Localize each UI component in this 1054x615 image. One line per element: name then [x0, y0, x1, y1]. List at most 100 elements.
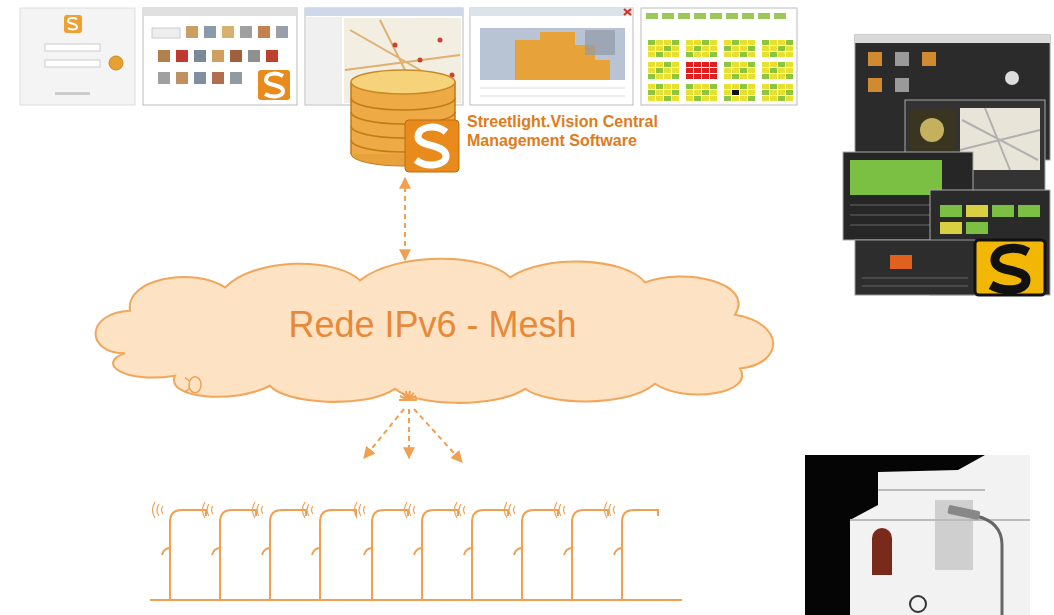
login-screenshot: [68, 18, 77, 29]
status-grid-screenshot: [748, 90, 755, 95]
status-grid-screenshot: [778, 40, 785, 45]
radio-fan-arrows: [414, 409, 462, 462]
status-grid-screenshot: [740, 74, 747, 79]
streetlight-poles: [622, 510, 658, 600]
dashboard-screenshot: [266, 50, 278, 62]
status-grid-screenshot: [694, 68, 701, 73]
streetlight-poles: [522, 510, 558, 600]
login-screenshot: [20, 8, 135, 105]
status-grid-screenshot: [710, 96, 717, 101]
dashboard-screenshot: [194, 50, 206, 62]
status-grid-screenshot: [694, 62, 701, 67]
status-grid-screenshot: [778, 84, 785, 89]
streetlight-poles: [414, 548, 422, 555]
status-grid-screenshot: [710, 74, 717, 79]
status-grid-screenshot: [748, 74, 755, 79]
dark-ui-screenshots: [855, 35, 1050, 43]
dark-ui-screenshots: [966, 205, 988, 217]
status-grid-screenshot: [740, 52, 747, 57]
status-grid-screenshot: [770, 90, 777, 95]
status-grid-screenshot: [686, 52, 693, 57]
church-photo: [805, 455, 1030, 615]
chart-screenshot: [470, 8, 633, 105]
status-grid-screenshot: [664, 46, 671, 51]
radio-fan-arrows: [408, 409, 410, 458]
status-grid-screenshot: [770, 52, 777, 57]
status-grid-screenshot: [641, 8, 797, 105]
status-grid-screenshot: [770, 46, 777, 51]
status-grid-screenshot: [762, 46, 769, 51]
streetlight-poles: [472, 510, 508, 600]
status-grid-screenshot: [648, 68, 655, 73]
status-grid-screenshot: [702, 90, 709, 95]
streetlight-poles: [455, 502, 509, 600]
database-node: Streetlight.Vision Central Management So…: [345, 62, 742, 174]
chart-screenshot: [585, 30, 615, 55]
dashboard-screenshot: [212, 72, 224, 84]
status-grid-screenshot: [748, 46, 755, 51]
chart-screenshot: [480, 88, 625, 96]
status-grid-screenshot: [786, 68, 793, 73]
dashboard-screenshot: [248, 50, 260, 62]
status-grid-screenshot: [694, 13, 706, 19]
status-grid-screenshot: [732, 52, 739, 57]
streetlight-poles: [422, 510, 458, 600]
streetlight-poles: [405, 502, 416, 518]
dashboard-screenshot: [230, 72, 242, 84]
dark-ui-screenshots: [868, 52, 882, 66]
status-grid-screenshot: [648, 90, 655, 95]
cloud-outline: [189, 377, 201, 393]
dark-ui-screenshots: [920, 118, 944, 142]
status-grid-screenshot: [664, 90, 671, 95]
status-grid-screenshot: [672, 84, 679, 89]
status-grid-screenshot: [770, 96, 777, 101]
status-grid-screenshot: [724, 96, 731, 101]
chart-screenshot: [470, 8, 633, 16]
status-grid-screenshot: [694, 90, 701, 95]
dashboard-screenshot: [276, 26, 288, 38]
streetlight-poles: [605, 502, 659, 600]
status-grid-screenshot: [656, 74, 663, 79]
status-grid-screenshot: [778, 68, 785, 73]
status-grid-screenshot: [758, 13, 770, 19]
status-grid-screenshot: [724, 84, 731, 89]
status-grid-screenshot: [786, 40, 793, 45]
status-grid-screenshot: [702, 68, 709, 73]
status-grid-screenshot: [694, 74, 701, 79]
status-grid-screenshot: [710, 13, 722, 19]
streetlight-poles: [564, 548, 572, 555]
network-label: Rede IPv6 - Mesh: [288, 304, 576, 346]
status-grid-screenshot: [672, 74, 679, 79]
database-icon: [416, 127, 446, 165]
map-screenshot: [305, 8, 463, 105]
dashboard-screenshot: [158, 72, 170, 84]
status-grid-screenshot: [656, 84, 663, 89]
status-grid-screenshot: [641, 8, 797, 105]
status-grid-screenshot: [702, 96, 709, 101]
status-grid-screenshot: [656, 90, 663, 95]
dark-ui-screenshots: [966, 222, 988, 234]
status-grid-screenshot: [710, 46, 717, 51]
status-grid-screenshot: [786, 90, 793, 95]
streetlight-poles: [203, 502, 257, 600]
status-grid-screenshot: [740, 84, 747, 89]
streetlight-poles: [355, 502, 409, 600]
status-grid-screenshot: [686, 40, 693, 45]
status-grid-screenshot: [710, 84, 717, 89]
streetlight-poles: [170, 510, 206, 600]
status-grid-screenshot: [732, 84, 739, 89]
database-icon: [351, 70, 455, 94]
dark-ui-screenshots: [940, 222, 962, 234]
map-screenshot: [345, 20, 460, 100]
status-grid-screenshot: [648, 74, 655, 79]
database-icon: [405, 120, 459, 172]
streetlight-poles: [555, 502, 566, 518]
streetlight-poles: [372, 510, 408, 600]
dark-ui-screenshots: [910, 110, 955, 155]
map-screenshot: [305, 8, 463, 105]
status-grid-screenshot: [732, 74, 739, 79]
status-grid-screenshot: [686, 96, 693, 101]
status-grid-screenshot: [686, 46, 693, 51]
status-grid-screenshot: [762, 40, 769, 45]
status-grid-screenshot: [778, 74, 785, 79]
